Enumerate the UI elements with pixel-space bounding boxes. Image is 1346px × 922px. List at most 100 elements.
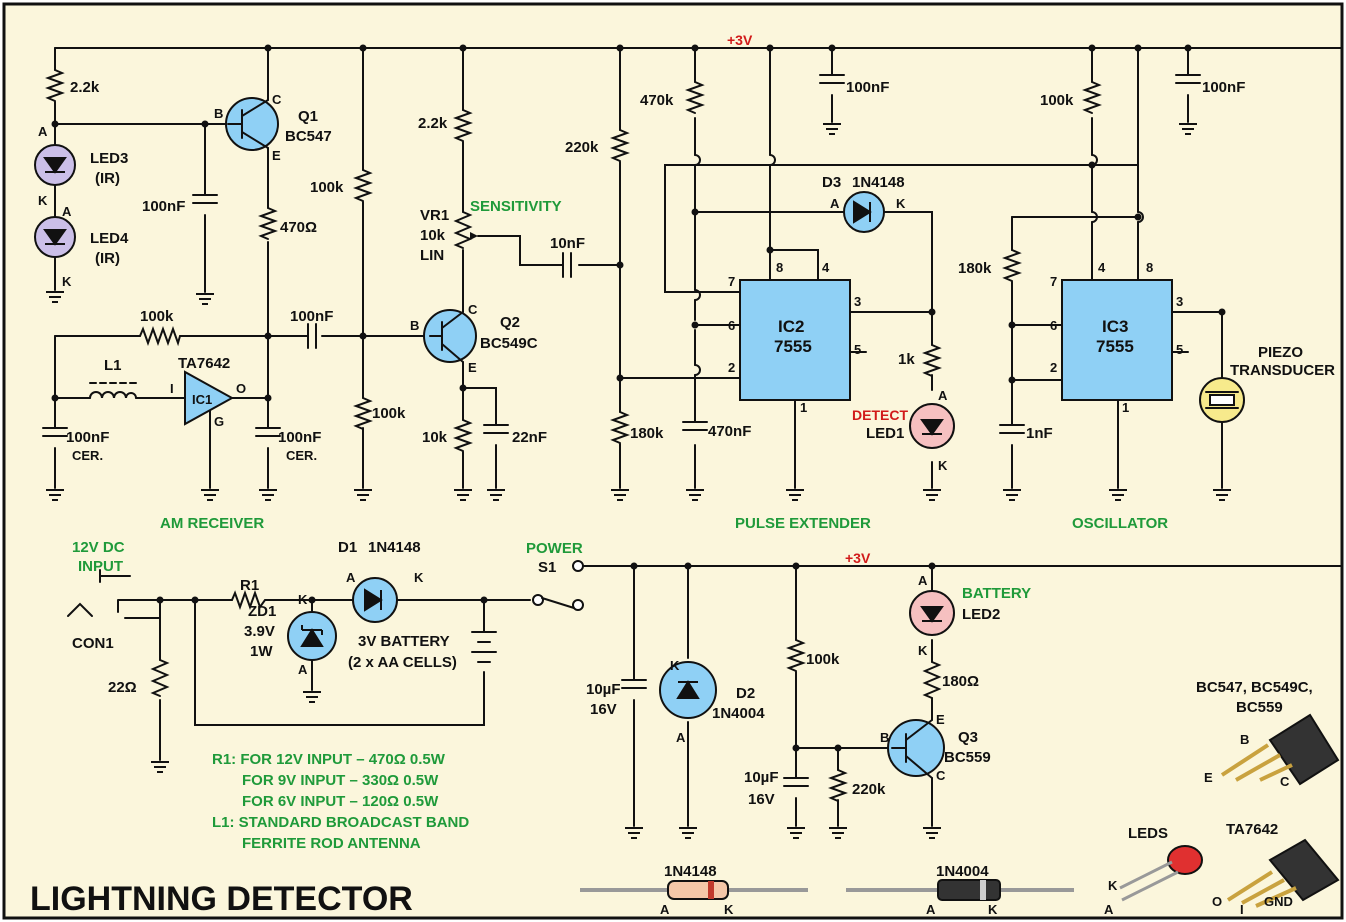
- pin-q1-e: E: [272, 148, 281, 163]
- pin-ic3-6: 6: [1050, 318, 1057, 333]
- label-r1: R1: [240, 577, 259, 594]
- label-c-16v-a: 16V: [590, 701, 617, 718]
- label-c-1n: 1nF: [1026, 425, 1053, 442]
- label-q2: Q2: [500, 314, 520, 331]
- labels: +3V +3V AM RECEIVER PULSE EXTENDER OSCIL…: [30, 32, 1335, 918]
- pin-ic3-4: 4: [1098, 260, 1106, 275]
- pin-1n4148-a: A: [660, 902, 670, 917]
- pin-ic1-g: G: [214, 414, 224, 429]
- pin-led3-a: A: [38, 124, 48, 139]
- pin-q3-e: E: [936, 712, 945, 727]
- pin-ic1-o: O: [236, 381, 246, 396]
- label-d3-type: 1N4148: [852, 174, 905, 191]
- pin-d1-a: A: [346, 570, 356, 585]
- pin-ic2-5: 5: [854, 342, 861, 357]
- label-battery-led: BATTERY: [962, 585, 1031, 602]
- label-detect: DETECT: [852, 407, 908, 423]
- label-led4-type: (IR): [95, 250, 120, 267]
- transistor-q2: [423, 309, 477, 363]
- section-oscillator: OSCILLATOR: [1072, 515, 1168, 532]
- label-c-10n: 10nF: [550, 235, 585, 252]
- label-transducer: TRANSDUCER: [1230, 362, 1335, 379]
- label-pinout-ta7642: TA7642: [1226, 821, 1278, 838]
- switch-s1: [532, 560, 584, 611]
- pin-q2-b: B: [410, 318, 419, 333]
- pin-1n4004-a: A: [926, 902, 936, 917]
- pin-q1-b: B: [214, 106, 223, 121]
- pin-led2-k: K: [918, 643, 928, 658]
- label-r-180-ohm: 180Ω: [942, 673, 979, 690]
- pin-ic3-8: 8: [1146, 260, 1153, 275]
- label-pinout-transistors: BC547, BC549C,: [1196, 679, 1313, 696]
- pin-led1-a: A: [938, 388, 948, 403]
- pin-q2-c: C: [468, 302, 478, 317]
- dc-jack-con1: [67, 569, 101, 617]
- resistors: [45, 69, 1102, 802]
- label-q1-type: BC547: [285, 128, 332, 145]
- label-r-470k: 470k: [640, 92, 674, 109]
- pin-1n4148-k: K: [724, 902, 734, 917]
- label-c-100n-d: 100nF: [1202, 79, 1245, 96]
- label-vr1: VR1: [420, 207, 449, 224]
- pin-led4-k: K: [62, 274, 72, 289]
- capacitors: [42, 74, 1201, 787]
- pin-pinout-o: O: [1212, 894, 1222, 909]
- pin-q3-b: B: [880, 730, 889, 745]
- pin-pinout-e: E: [1204, 770, 1213, 785]
- pin-ic3-5: 5: [1176, 342, 1183, 357]
- supply-bottom-label: +3V: [845, 550, 871, 566]
- pin-pinout-led-a: A: [1104, 902, 1114, 917]
- wiring: [54, 47, 1343, 827]
- pin-d1-k: K: [414, 570, 424, 585]
- inductor-l1: [89, 382, 137, 399]
- pin-pinout-gnd: GND: [1264, 894, 1293, 909]
- ic2-7555: [739, 279, 851, 401]
- pin-ic1-i: I: [170, 381, 174, 396]
- label-piezo: PIEZO: [1258, 344, 1303, 361]
- note-r1-12v: R1: FOR 12V INPUT – 470Ω 0.5W: [212, 751, 446, 768]
- section-am-receiver: AM RECEIVER: [160, 515, 264, 532]
- label-r-100k-a: 100k: [140, 308, 174, 325]
- label-led3-type: (IR): [95, 170, 120, 187]
- label-pinout-leds: LEDS: [1128, 825, 1168, 842]
- label-r-180k-b: 180k: [958, 260, 992, 277]
- label-r-100k-e: 100k: [806, 651, 840, 668]
- label-cer-b: CER.: [286, 448, 317, 463]
- label-led1: LED1: [866, 425, 904, 442]
- pin-zd1-a: A: [298, 662, 308, 677]
- diode-d3: [843, 191, 885, 233]
- pin-ic3-2: 2: [1050, 360, 1057, 375]
- supply-top-label: +3V: [727, 32, 753, 48]
- zener-zd1: [287, 611, 337, 661]
- led-pinout-drawing: [1119, 845, 1203, 902]
- label-c-16v-b: 16V: [748, 791, 775, 808]
- label-d1: D1: [338, 539, 357, 556]
- pin-ic2-4: 4: [822, 260, 830, 275]
- label-vr1-type: LIN: [420, 247, 444, 264]
- led2: [909, 590, 955, 636]
- ic3-7555: [1061, 279, 1173, 401]
- label-ic1-type: TA7642: [178, 355, 230, 372]
- label-power: POWER: [526, 540, 583, 557]
- transistor-pinout-drawing: [1220, 713, 1340, 786]
- pin-d3-a: A: [830, 196, 840, 211]
- label-d2-type: 1N4004: [712, 705, 765, 722]
- piezo-transducer: [1199, 377, 1245, 423]
- label-q3: Q3: [958, 729, 978, 746]
- label-q3-type: BC559: [944, 749, 991, 766]
- label-d1-type: 1N4148: [368, 539, 421, 556]
- label-r-100k-d: 100k: [1040, 92, 1074, 109]
- label-r-10k: 10k: [422, 429, 448, 446]
- pin-led3-k: K: [38, 193, 48, 208]
- label-ic2: IC2: [778, 317, 804, 336]
- label-c-100n-c: 100nF: [846, 79, 889, 96]
- label-dc-input-1: 12V DC: [72, 539, 125, 556]
- label-ic3-type: 7555: [1096, 337, 1134, 356]
- diode-1n4004-drawing: [846, 879, 1074, 901]
- pin-ic2-6: 6: [728, 318, 735, 333]
- label-dc-input-2: INPUT: [78, 558, 123, 575]
- label-r-470-ohm: 470Ω: [280, 219, 317, 236]
- label-pinout-1n4148: 1N4148: [664, 863, 717, 880]
- pin-ic3-7: 7: [1050, 274, 1057, 289]
